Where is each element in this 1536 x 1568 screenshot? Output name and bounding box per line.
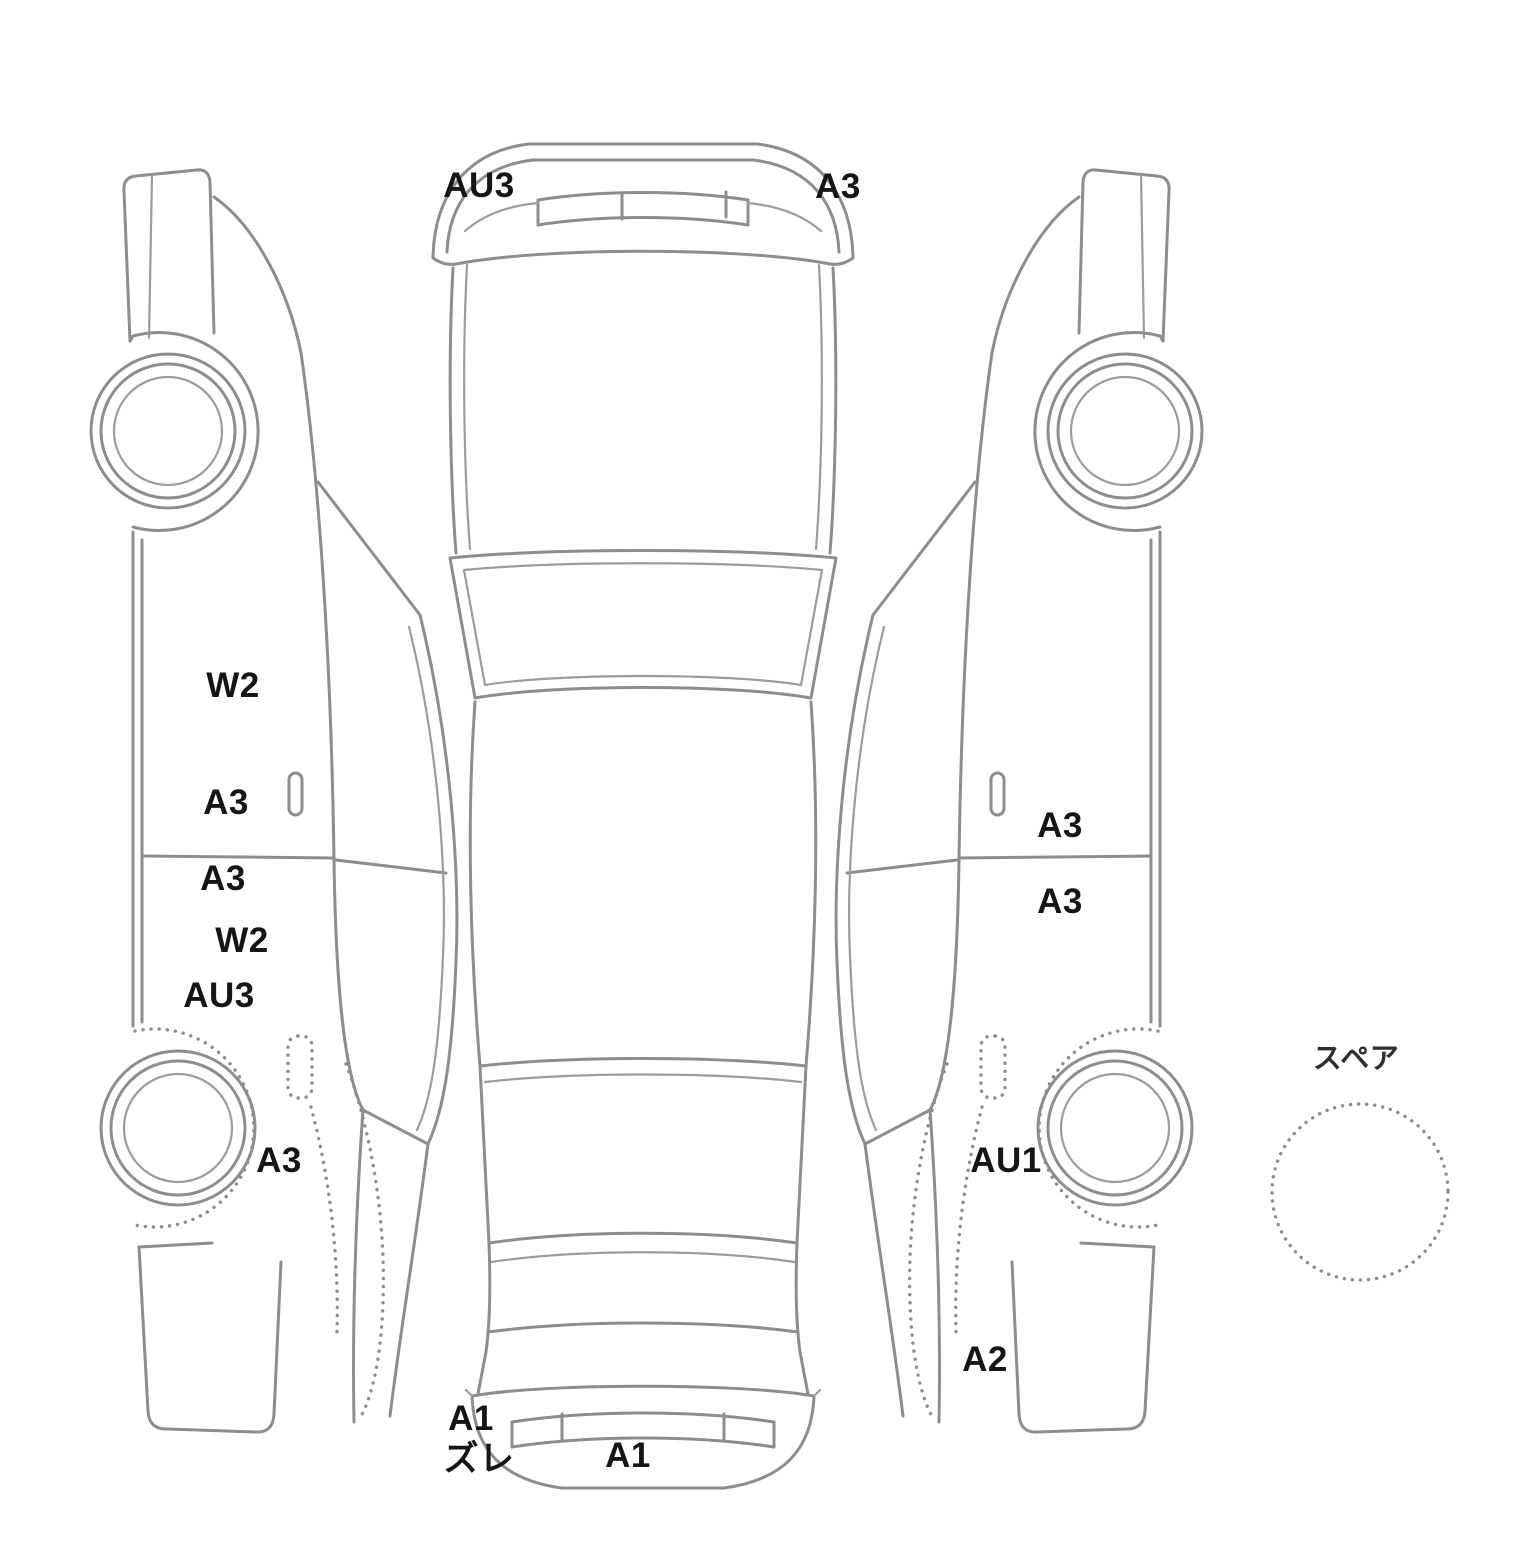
right-side-view <box>834 168 1204 1434</box>
damage-marker: A3 <box>1037 806 1083 845</box>
damage-marker: AU3 <box>183 976 255 1015</box>
hood-front-edge <box>454 249 832 266</box>
damage-marker: AU3 <box>443 166 515 205</box>
roof-sides <box>468 700 818 1068</box>
damage-marker: A3 <box>203 783 249 822</box>
trunk-lid <box>487 1231 799 1245</box>
damage-marker: A3 <box>256 1141 302 1180</box>
damage-marker: A3 <box>1037 882 1083 921</box>
damage-marker: ズレ <box>443 1439 515 1479</box>
damage-marker: W2 <box>206 666 260 705</box>
spare-tire-label: スペア <box>1312 1043 1400 1075</box>
damage-marker: A1 <box>605 1436 651 1475</box>
rear-bumper-strip <box>510 1411 776 1449</box>
windshield <box>448 549 838 700</box>
spare-tire-circle <box>1270 1102 1450 1282</box>
hood-sides <box>448 266 838 555</box>
front-bumper-top-view <box>431 142 855 260</box>
rear-window <box>478 1057 808 1068</box>
rear-bumper-top-view <box>470 1394 816 1490</box>
left-side-view <box>89 168 459 1434</box>
damage-marker: A3 <box>815 167 861 206</box>
damage-marker: A1 <box>448 1399 494 1438</box>
spare-tire <box>1270 1102 1450 1282</box>
front-bumper-strip <box>536 190 750 227</box>
top-view <box>431 142 855 1490</box>
damage-marker: AU1 <box>970 1141 1042 1180</box>
damage-marker: A3 <box>200 859 246 898</box>
damage-marker: W2 <box>215 921 269 960</box>
damage-marker: A2 <box>962 1340 1008 1379</box>
